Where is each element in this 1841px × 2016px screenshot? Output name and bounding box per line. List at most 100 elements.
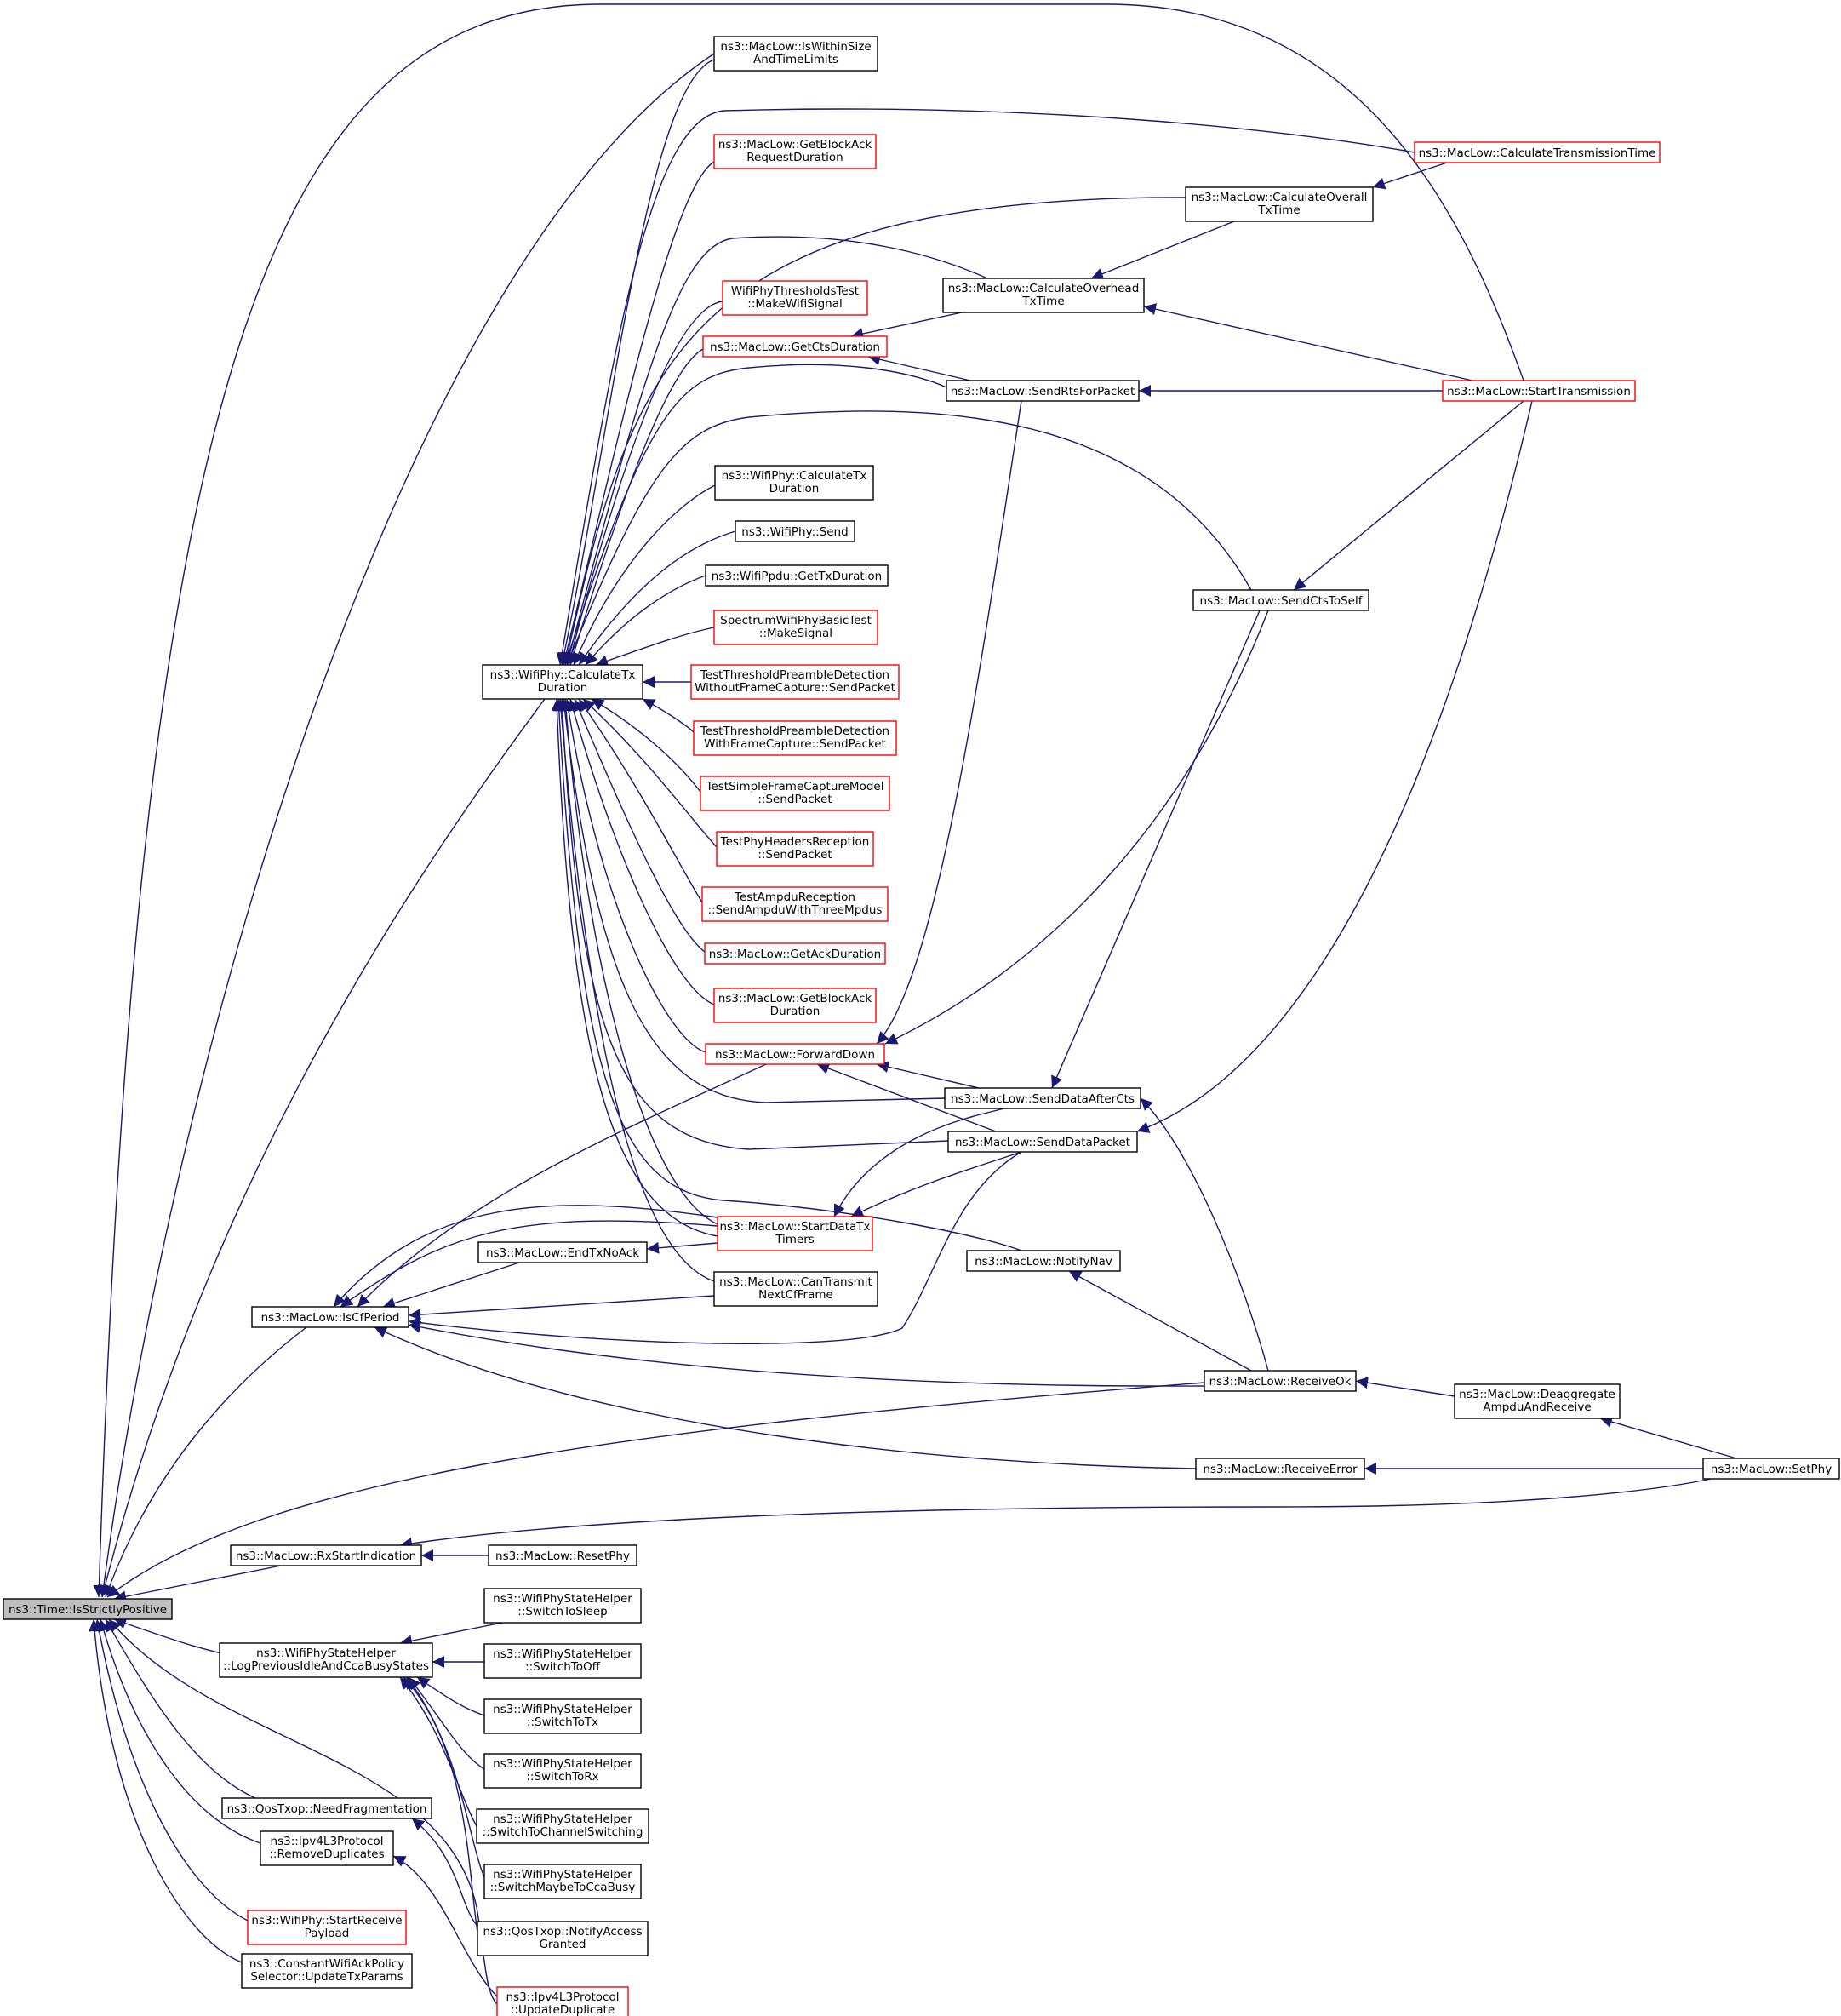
node-logPrev[interactable]: ns3::WifiPhyStateHelper::LogPreviousIdle… [219,1642,433,1678]
node-label: WithoutFrameCapture::SendPacket [695,681,895,695]
node-label: ns3::MacLow::IsWithinSize [720,40,871,54]
node-wifiSend[interactable]: ns3::WifiPhy::Send [735,520,855,542]
edge-sendDataCts-to-forwardDown [876,1061,980,1089]
node-phyHeaders[interactable]: TestPhyHeadersReception::SendPacket [716,831,874,867]
node-sendDataPkt[interactable]: ns3::MacLow::SendDataPacket [947,1131,1138,1153]
node-label: ns3::WifiPpdu::GetTxDuration [712,570,882,583]
node-box [483,1698,642,1734]
node-isCfPeriod[interactable]: ns3::MacLow::IsCfPeriod [251,1306,409,1328]
edge-startDataTx-to-calcTxDur [560,698,718,1225]
node-label: ::SwitchToSleep [517,1605,607,1618]
node-label: ns3::MacLow::IsCfPeriod [261,1311,400,1325]
edge-simpleCap-to-calcTxDur [591,698,701,793]
node-maybeCca[interactable]: ns3::WifiPhyStateHelper::SwitchMaybeToCc… [483,1864,642,1899]
node-notifyNav[interactable]: ns3::MacLow::NotifyNav [966,1250,1121,1272]
node-box [3,1598,173,1620]
node-toRx[interactable]: ns3::WifiPhyStateHelper::SwitchToRx [483,1753,642,1789]
node-toSleep[interactable]: ns3::WifiPhyStateHelper::SwitchToSleep [483,1588,642,1624]
node-sendDataCts[interactable]: ns3::MacLow::SendDataAfterCts [944,1087,1141,1109]
node-constAck[interactable]: ns3::ConstantWifiAckPolicySelector::Upda… [241,1953,413,1989]
edge-setPhy-to-rxStart [399,1478,1712,1549]
edge-startDataTx-to-isCfPeriod [340,1220,718,1308]
node-endTxNoAck[interactable]: ns3::MacLow::EndTxNoAck [477,1241,648,1263]
node-simpleCap[interactable]: TestSimpleFrameCaptureModel::SendPacket [700,776,890,811]
node-box [477,1921,649,1956]
node-box [735,520,855,542]
node-label: ns3::MacLow::SendRtsForPacket [951,385,1135,398]
edge-startDataTx-to-endTxNoAck [646,1241,718,1254]
edge-getCts-to-calcTxDur [568,348,704,666]
node-box [260,1830,394,1866]
node-label: ns3::QosTxop::NotifyAccess [483,1925,642,1939]
node-ampduRecv[interactable]: TestAmpduReception::SendAmpduWithThreeMp… [701,886,889,922]
node-label: ns3::WifiPhy::CalculateTx [490,668,636,682]
node-label: Duration [770,1005,820,1018]
edge-sendDataCts-to-calcTxDur [558,698,946,1103]
node-label: ns3::WifiPhyStateHelper [493,1757,632,1771]
node-box [713,134,877,169]
node-calcTransTime[interactable]: ns3::MacLow::CalculateTransmissionTime [1414,141,1661,163]
edge-forwardDown-to-calcTxDur [563,698,706,1053]
node-sendRts[interactable]: ns3::MacLow::SendRtsForPacket [946,380,1140,402]
edge-layer [89,3,1737,2005]
node-box [1192,589,1369,611]
edge-rxStart-to-root [113,1565,282,1603]
node-qosNeedFrag[interactable]: ns3::QosTxop::NeedFragmentation [221,1797,432,1819]
node-getAck[interactable]: ns3::MacLow::GetAckDuration [704,942,886,965]
node-receiveErr[interactable]: ns3::MacLow::ReceiveError [1195,1458,1365,1480]
edge-ipv4Update-to-ipv4Remove [392,1855,498,1997]
edge-constAck-to-root [89,1618,243,1963]
node-resetPhy[interactable]: ns3::MacLow::ResetPhy [488,1544,637,1566]
edge-sendRts-to-calcTxDur [563,364,947,666]
node-tpdWith[interactable]: TestThresholdPreambleDetectionWithFrameC… [693,720,897,756]
node-box [476,1808,649,1844]
node-label: ns3::MacLow::GetBlockAck [718,992,872,1005]
node-box [713,36,878,72]
node-startTrans[interactable]: ns3::MacLow::StartTransmission [1442,380,1636,402]
node-toOff[interactable]: ns3::WifiPhyStateHelper::SwitchToOff [483,1643,642,1679]
node-setPhy[interactable]: ns3::MacLow::SetPhy [1702,1458,1840,1480]
node-rxStart[interactable]: ns3::MacLow::RxStartIndication [230,1544,422,1566]
node-getCts[interactable]: ns3::MacLow::GetCtsDuration [702,335,888,358]
edge-setPhy-to-deagg [1599,1416,1737,1459]
node-box [722,280,868,316]
edge-startTrans-to-calcOverhead [1143,303,1473,381]
edge-sendDataPkt-to-calcTxDur [556,698,949,1150]
node-label: ns3::MacLow::SendCtsToSelf [1200,594,1364,608]
node-tpdWithout[interactable]: TestThresholdPreambleDetectionWithoutFra… [690,664,900,700]
node-label: Selector::UpdateTxParams [250,1970,403,1984]
node-label: ::LogPreviousIdleAndCcaBusyStates [223,1659,429,1673]
node-label: ns3::WifiPhyStateHelper [493,1813,632,1826]
node-sendCtsSelf[interactable]: ns3::MacLow::SendCtsToSelf [1192,589,1369,611]
node-ipv4Remove[interactable]: ns3::Ipv4L3Protocol::RemoveDuplicates [260,1830,394,1866]
node-root[interactable]: ns3::Time::IsStrictlyPositive [3,1598,173,1620]
node-toTx[interactable]: ns3::WifiPhyStateHelper::SwitchToTx [483,1698,642,1734]
node-spectrum[interactable]: SpectrumWifiPhyBasicTest::MakeSignal [713,610,878,645]
node-label: WithFrameCapture::SendPacket [704,737,886,751]
node-wifiThresh[interactable]: WifiPhyThresholdsTest::MakeWifiSignal [722,280,868,316]
node-label: ns3::Ipv4L3Protocol [271,1835,384,1848]
node-box [230,1544,422,1566]
node-ipv4Update[interactable]: ns3::Ipv4L3Protocol::UpdateDuplicate [496,1986,629,2016]
node-forwardDown[interactable]: ns3::MacLow::ForwardDown [705,1043,885,1065]
edge-sendDataPkt-to-startDataTx [850,1151,1022,1217]
node-receiveOk[interactable]: ns3::MacLow::ReceiveOk [1204,1370,1357,1392]
node-ppduDur[interactable]: ns3::WifiPpdu::GetTxDuration [705,564,889,587]
node-box [483,1864,642,1899]
node-box [942,278,1145,313]
edge-calcTransTime-to-calcTxDur [556,108,1415,666]
node-toChan[interactable]: ns3::WifiPhyStateHelper::SwitchToChannel… [476,1808,649,1844]
